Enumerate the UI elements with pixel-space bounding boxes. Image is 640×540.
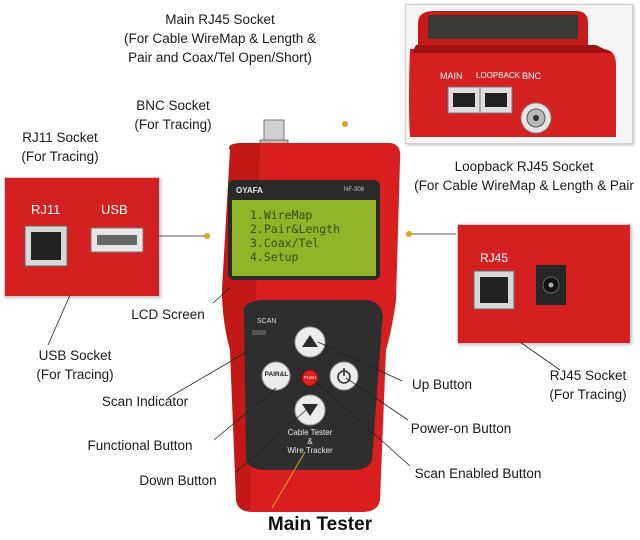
top-inset-drawing xyxy=(406,5,632,143)
page-title: Main Tester xyxy=(267,514,373,535)
label-scan-enabled: Scan Enabled Button xyxy=(414,466,542,481)
lcd-line-3: 3.Coax/Tel xyxy=(250,236,320,250)
device-body-text: Cable Tester & Wire Tracker xyxy=(276,428,344,455)
inset-right-label-rj45: RJ45 xyxy=(480,251,509,265)
label-functional: Functional Button xyxy=(87,438,193,453)
inset-left-label-usb: USB xyxy=(101,202,128,217)
inset-top-label-loopback: LOOPBACK xyxy=(476,71,521,80)
inset-top-label-bnc: BNC xyxy=(522,71,542,81)
lcd-line-1: 1.WireMap xyxy=(250,208,313,222)
device-model: NF-308 xyxy=(344,187,365,193)
up-button[interactable] xyxy=(295,327,325,357)
leader-dot-main xyxy=(342,121,348,127)
label-bnc: BNC Socket(For Tracing) xyxy=(134,98,212,132)
body-text-line-3: Wire Tracker xyxy=(287,446,333,455)
leader-dot-left xyxy=(204,233,210,239)
label-lcd: LCD Screen xyxy=(131,307,205,322)
body-text-line-1: Cable Tester xyxy=(287,428,333,437)
inset-left-label-rj11: RJ11 xyxy=(31,202,61,217)
right-inset-drawing xyxy=(458,225,630,343)
scan-enabled-button[interactable]: PUSH xyxy=(303,375,317,380)
label-rj45-tracing: RJ45 Socket(For Tracing) xyxy=(549,368,627,402)
label-usb: USB Socket(For Tracing) xyxy=(36,348,114,382)
label-up: Up Button xyxy=(411,377,473,392)
device-brand: OYAFA xyxy=(236,186,263,195)
top-inset-photo: MAIN LOOPBACK BNC xyxy=(405,4,633,144)
power-on-button[interactable] xyxy=(330,362,358,390)
right-inset-photo: RJ45 xyxy=(457,224,631,344)
label-rj11: RJ11 Socket(For Tracing) xyxy=(21,130,99,164)
label-main-rj45: Main RJ45 Socket(For Cable WireMap & Len… xyxy=(123,12,317,65)
body-text-line-2: & xyxy=(307,437,313,446)
label-down: Down Button xyxy=(139,473,217,488)
label-scan-indicator: Scan Indicator xyxy=(101,394,189,409)
down-button[interactable] xyxy=(295,395,325,425)
scan-indicator-text: SCAN xyxy=(257,318,277,325)
lcd-line-4: 4.Setup xyxy=(250,250,299,264)
lcd-screen: 1.WireMap 2.Pair&Length 3.Coax/Tel 4.Set… xyxy=(250,208,372,264)
label-power: Power-on Button xyxy=(410,421,512,436)
left-inset-photo: RJ11 USB xyxy=(4,177,160,297)
label-loopback: Loopback RJ45 Socket(For Cable WireMap &… xyxy=(414,159,634,193)
left-inset-drawing xyxy=(5,178,159,296)
lcd-line-2: 2.Pair&Length xyxy=(250,222,341,236)
leader-dot-right xyxy=(406,231,412,237)
inset-top-label-main: MAIN xyxy=(440,71,463,81)
functional-button[interactable]: PAIR&L xyxy=(264,371,289,378)
